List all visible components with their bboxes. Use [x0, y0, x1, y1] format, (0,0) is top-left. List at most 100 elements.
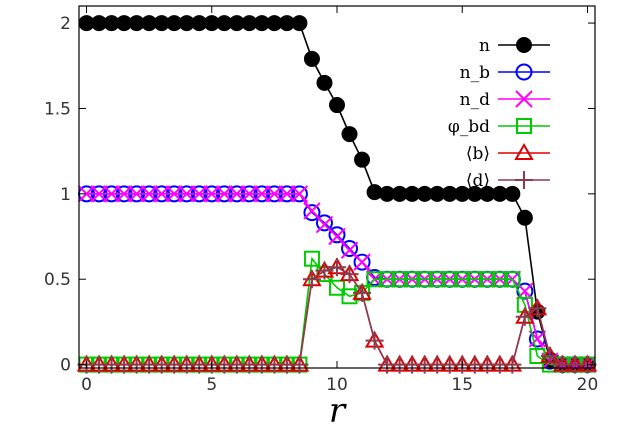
point-phi-bd	[391, 271, 408, 288]
point-phi-bd	[466, 271, 483, 288]
legend-marker-mean-d-shape	[515, 171, 533, 189]
y-tick-label: 0.5	[44, 270, 71, 290]
y-tick-label: 1	[60, 185, 71, 205]
point-n-d	[152, 185, 171, 203]
point-n	[316, 74, 333, 91]
y-tick-label: 1.5	[44, 99, 71, 119]
point-n-shape	[341, 126, 358, 143]
legend-label-n: n	[479, 36, 490, 56]
point-n-d-shape	[240, 185, 259, 203]
legend: nn_bn_dφ_bd⟨b⟩⟨d⟩	[448, 36, 550, 191]
point-n-d-shape	[203, 185, 221, 203]
legend-marker-n-d-shape	[515, 90, 533, 108]
point-n	[341, 126, 358, 143]
point-mean-d	[503, 355, 522, 374]
point-mean-d-shape	[365, 331, 384, 350]
legend-marker-n-shape	[516, 37, 532, 53]
legend-entry-phi-bd: φ_bd	[448, 117, 550, 137]
point-phi-bd-shape	[366, 271, 383, 288]
point-n-d-shape	[152, 185, 171, 203]
point-phi-bd	[429, 271, 446, 288]
point-phi-bd	[479, 271, 496, 288]
point-phi-bd-shape	[454, 271, 471, 288]
point-mean-d-shape	[353, 283, 372, 302]
point-n-d-shape	[228, 185, 246, 203]
x-tick-label: 10	[326, 375, 348, 395]
point-n-d-shape	[253, 185, 271, 203]
point-n-shape	[316, 74, 333, 91]
x-tick-label: 0	[81, 375, 92, 395]
point-n-d-shape	[90, 185, 108, 203]
legend-label-n-b: n_b	[460, 63, 490, 83]
point-n-d-shape	[115, 185, 133, 203]
legend-marker-n-d	[515, 90, 533, 108]
point-mean-d-shape	[515, 307, 534, 326]
point-n-d-shape	[278, 185, 296, 203]
point-mean-d-shape	[315, 261, 334, 280]
point-mean-d-shape	[540, 347, 559, 366]
legend-marker-n	[516, 37, 532, 53]
point-n-shape	[291, 15, 308, 32]
point-n-b-shape	[303, 204, 321, 222]
legend-label-phi-bd: φ_bd	[448, 117, 490, 137]
point-phi-bd-shape	[391, 271, 408, 288]
point-n-shape	[504, 185, 521, 202]
point-phi-bd-shape	[303, 250, 320, 267]
point-n-b-shape	[341, 239, 359, 257]
point-n-d	[77, 185, 96, 203]
point-n-d	[127, 185, 146, 203]
legend-marker-phi-bd-shape	[516, 118, 532, 134]
point-phi-bd	[491, 271, 508, 288]
point-n	[303, 50, 320, 67]
legend-marker-n-b-shape	[515, 63, 533, 81]
series-mean-d	[77, 258, 597, 374]
point-n	[291, 15, 308, 32]
point-mean-d	[302, 270, 321, 289]
point-n	[504, 185, 521, 202]
legend-marker-mean-d	[515, 171, 533, 189]
point-phi-bd	[504, 271, 521, 288]
x-axis-label: r	[329, 391, 347, 431]
legend-entry-n-b: n_b	[460, 63, 550, 83]
point-n-d-shape	[77, 185, 96, 203]
point-n	[329, 97, 345, 114]
point-n-d	[140, 185, 158, 203]
point-n-d-shape	[140, 185, 158, 203]
point-phi-bd	[303, 250, 320, 267]
point-n-b-shape	[315, 214, 333, 232]
point-phi-bd-shape	[429, 271, 446, 288]
point-mean-d-shape	[290, 355, 309, 374]
point-n-d-shape	[265, 185, 284, 203]
point-n-shape	[516, 209, 533, 226]
point-phi-bd-shape	[504, 271, 521, 288]
x-tick-label: 20	[577, 375, 599, 395]
y-tick-label: 0	[60, 356, 71, 376]
point-n-d	[190, 185, 208, 203]
point-n-b	[315, 214, 333, 232]
point-mean-d	[328, 258, 346, 277]
point-mean-d	[365, 331, 384, 350]
legend-entry-mean-b: ⟨b⟩	[466, 142, 550, 164]
point-n-d	[253, 185, 271, 203]
legend-marker-n-b	[515, 63, 533, 81]
point-phi-bd-shape	[329, 279, 345, 296]
point-n-d-shape	[190, 185, 208, 203]
point-phi-bd-shape	[441, 271, 458, 288]
point-n-shape	[303, 50, 320, 67]
legend-label-mean-b: ⟨b⟩	[466, 144, 490, 164]
legend-entry-n-d: n_d	[460, 90, 550, 110]
legend-marker-mean-b	[514, 142, 534, 160]
point-mean-d	[315, 261, 334, 280]
point-n-d	[102, 185, 121, 203]
point-n-shape	[354, 151, 371, 168]
point-n-b	[341, 239, 359, 257]
point-n-b-shape	[353, 253, 371, 271]
point-phi-bd	[441, 271, 458, 288]
y-tick-label: 2	[60, 14, 71, 34]
point-phi-bd-shape	[416, 271, 433, 288]
point-n-d	[265, 185, 284, 203]
point-n-d-shape	[178, 185, 196, 203]
point-n-d	[290, 185, 309, 203]
